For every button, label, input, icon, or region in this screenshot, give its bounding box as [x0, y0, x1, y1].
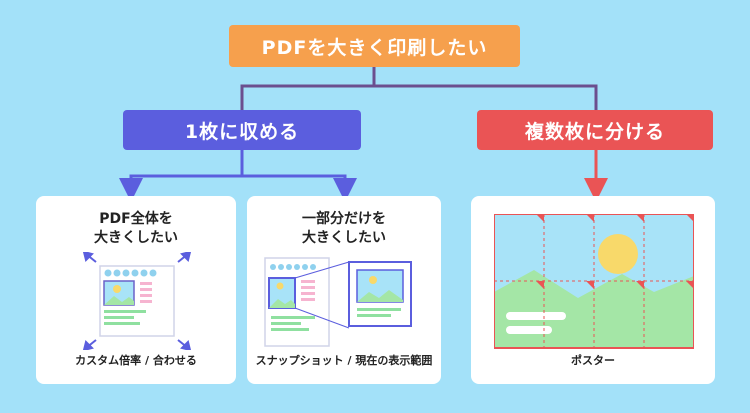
card-caption: スナップショット / 現在の表示範囲 [255, 354, 433, 367]
card-poster: ポスター [471, 196, 715, 384]
card-title: PDF全体を 大きくしたい [36, 210, 236, 248]
card-title-line: 大きくしたい [94, 230, 178, 246]
snapshot-illustration [264, 257, 412, 347]
card-title-line: PDF全体を [99, 211, 173, 227]
branch-multi-page: 複数枚に分ける [477, 110, 713, 150]
card-caption: カスタム倍率 / 合わせる [75, 354, 197, 367]
card-title-line: 大きくしたい [302, 230, 386, 246]
top-node: PDFを大きく印刷したい [229, 25, 520, 67]
card-part-pdf: 一部分だけを 大きくしたい スナップショット / 現在の表示範囲 [247, 196, 441, 384]
branch-one-page: 1枚に収める [123, 110, 361, 150]
enlarge-page-illustration [82, 252, 192, 350]
card-caption: ポスター [571, 354, 615, 367]
poster-illustration [494, 214, 694, 349]
connector-left [119, 150, 244, 202]
card-title: 一部分だけを 大きくしたい [247, 210, 441, 248]
card-whole-pdf: PDF全体を 大きくしたい カスタム倍率 / 合わせる [36, 196, 236, 384]
card-title-line: 一部分だけを [302, 211, 386, 227]
connector-top [240, 67, 598, 110]
